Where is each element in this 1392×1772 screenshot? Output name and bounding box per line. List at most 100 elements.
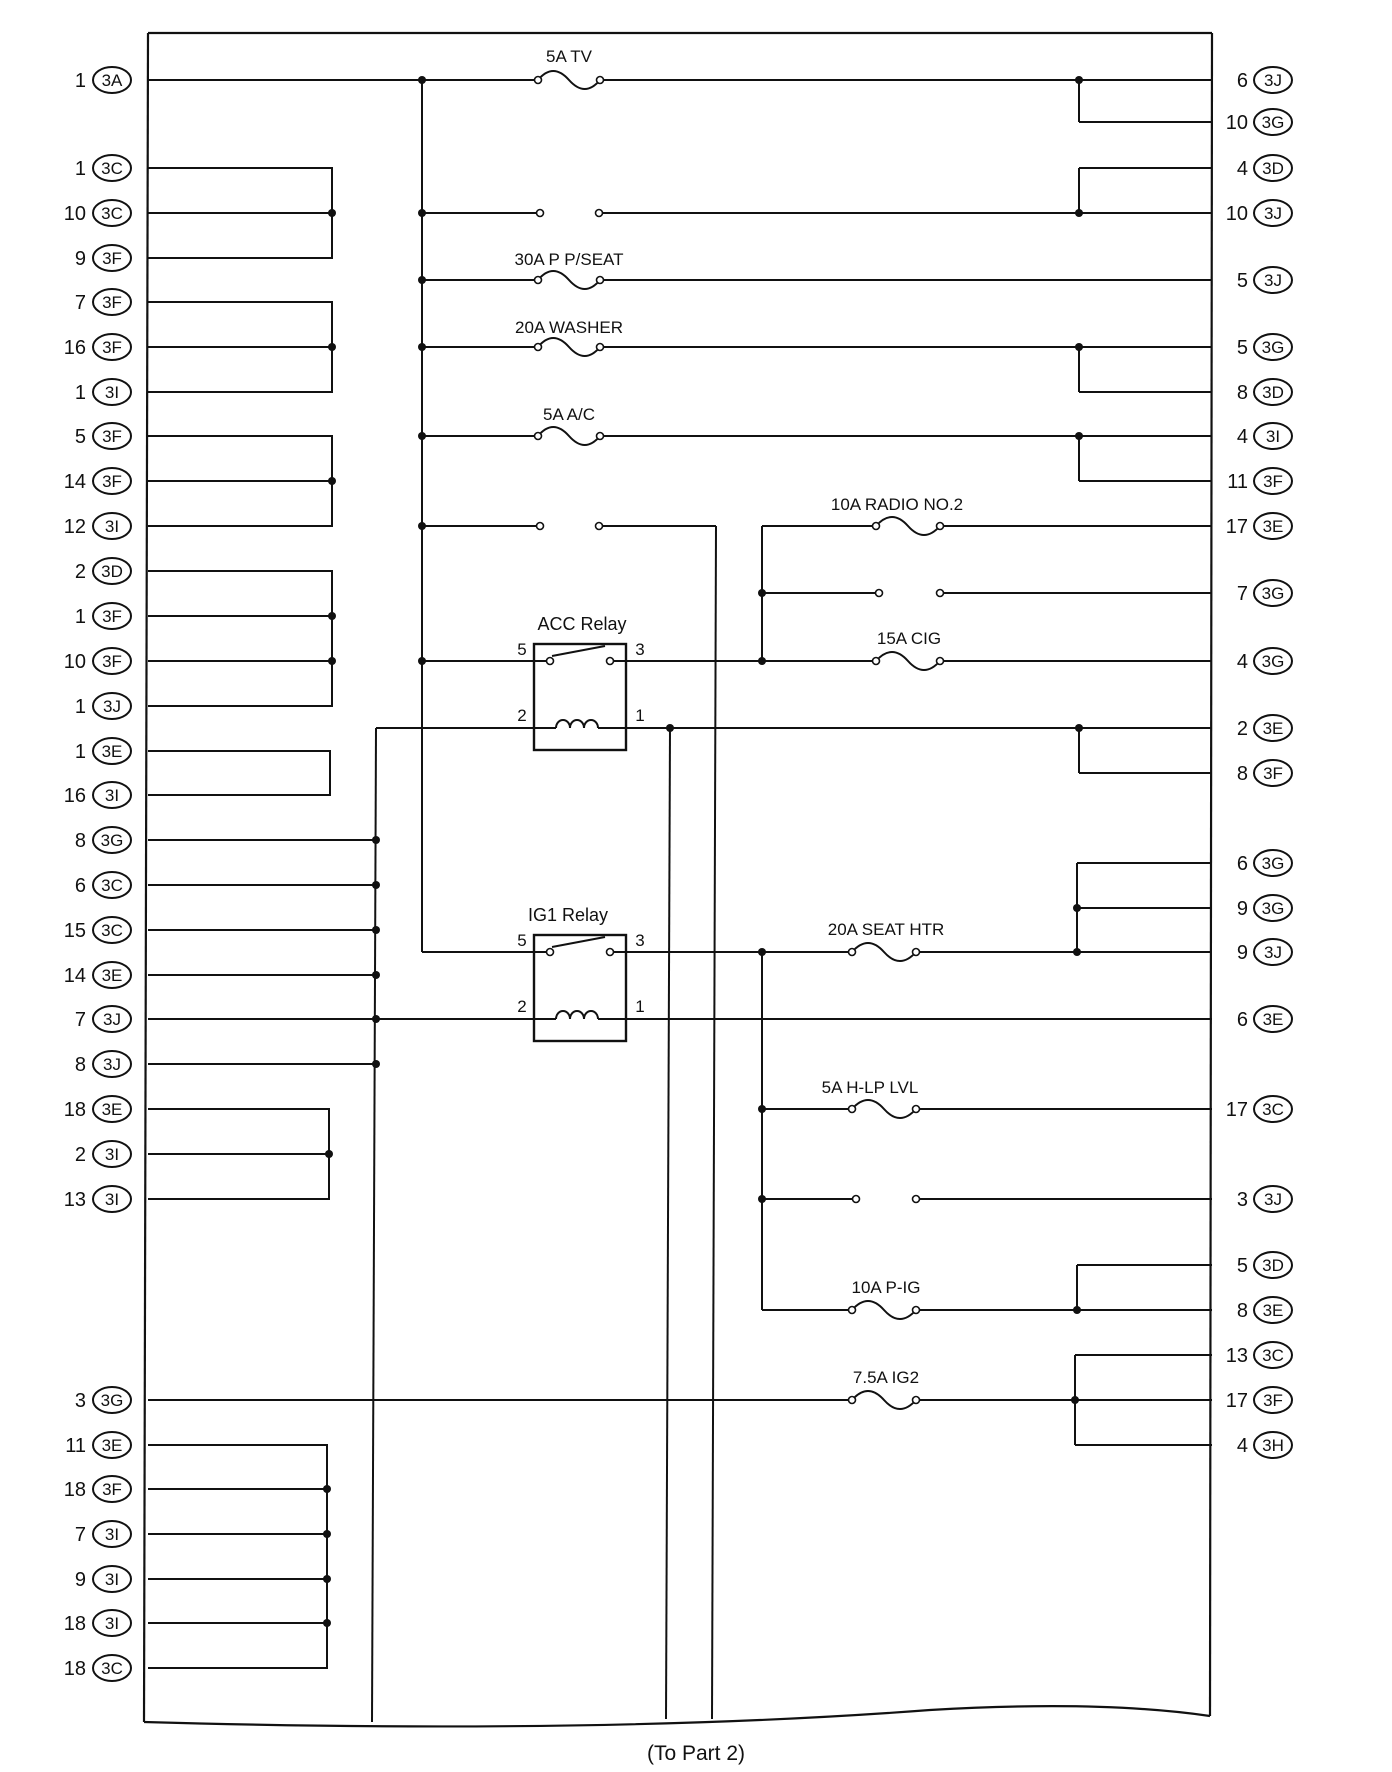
right-connector-pin: 3 (1237, 1189, 1248, 1211)
ig1-relay-terminal-5: 5 (517, 931, 526, 950)
left-connector-code: 3I (105, 786, 119, 805)
fuse-label-ig2: 7.5A IG2 (853, 1368, 919, 1387)
left-connector: 10 3C (64, 199, 132, 227)
ig1-relay-terminal-3: 3 (635, 931, 644, 950)
right-connector-code: 3E (1263, 517, 1284, 536)
left-connector-code: 3F (102, 652, 122, 671)
right-connector-badge (1253, 1386, 1293, 1414)
right-connector-code: 3D (1262, 1256, 1284, 1275)
left-connector-pin: 13 (64, 1189, 86, 1211)
left-connector-badge (92, 244, 132, 272)
right-connector-code: 3G (1262, 899, 1285, 918)
footer-note: (To Part 2) (647, 1742, 745, 1765)
right-connector-code: 3G (1262, 338, 1285, 357)
right-connector-pin: 6 (1237, 1009, 1248, 1031)
left-connector-pin: 16 (64, 785, 86, 807)
left-connector-badge (92, 378, 132, 406)
acc-relay: ACC Relay 5 3 2 1 (517, 614, 645, 752)
right-connector-badge (1253, 1251, 1293, 1279)
left-connector-pin: 7 (75, 292, 86, 314)
right-connector-badge (1253, 108, 1293, 136)
right-connector-badge (1253, 467, 1293, 495)
left-connector-pin: 18 (64, 1479, 86, 1501)
left-connector-badge (92, 422, 132, 450)
left-connector-badge (92, 1520, 132, 1548)
left-connector-pin: 10 (64, 203, 86, 225)
right-connector-code: 3G (1262, 113, 1285, 132)
left-connector-badge (92, 199, 132, 227)
right-connector-code: 3F (1263, 472, 1283, 491)
fuse-ig2: 7.5A IG2 (847, 1368, 921, 1410)
left-connector-pin: 11 (65, 1435, 86, 1457)
right-connector-badge (1253, 1005, 1293, 1033)
right-connector: 11 3F (1227, 467, 1293, 495)
left-connector-badge (92, 1185, 132, 1213)
fuse-label-seat-htr: 20A SEAT HTR (828, 920, 945, 939)
left-connector-pin: 5 (75, 426, 86, 448)
left-connector-code: 3E (102, 1436, 123, 1455)
left-connector-code: 3J (103, 1055, 121, 1074)
right-connector-pin: 11 (1227, 471, 1248, 493)
right-connector-code: 3E (1263, 719, 1284, 738)
fuse-p-seat: 30A P P/SEAT (515, 250, 624, 290)
right-connector-pin: 9 (1237, 898, 1248, 920)
right-connector-code: 3J (1264, 271, 1282, 290)
right-connector-code: 3J (1264, 71, 1282, 90)
left-connector-pin: 16 (64, 337, 86, 359)
acc-relay-terminal-2: 2 (517, 706, 526, 725)
left-connector-badge (92, 66, 132, 94)
right-connector-pin: 10 (1226, 112, 1248, 134)
left-connector-badge (92, 871, 132, 899)
right-connector-pin: 2 (1237, 718, 1248, 740)
right-connector-pin: 17 (1226, 1099, 1248, 1121)
right-connector-code: 3D (1262, 383, 1284, 402)
right-connector-code: 3H (1262, 1436, 1284, 1455)
right-connector-code: 3F (1263, 1391, 1283, 1410)
left-connector-badge (92, 826, 132, 854)
right-connector-code: 3J (1264, 204, 1282, 223)
left-connector-code: 3I (105, 1190, 119, 1209)
right-connector-pin: 5 (1237, 1255, 1248, 1277)
left-connector-badge (92, 647, 132, 675)
right-connector: 10 3G (1226, 108, 1293, 136)
fuse-washer: 20A WASHER (515, 318, 623, 357)
right-connector-pin: 17 (1226, 516, 1248, 538)
left-connector-code: 3F (102, 338, 122, 357)
right-connector-code: 3F (1263, 764, 1283, 783)
left-connector-code: 3C (101, 159, 123, 178)
right-connector-badge (1253, 1431, 1293, 1459)
left-connector-badge (92, 512, 132, 540)
right-connector-code: 3I (1266, 427, 1280, 446)
fuse-label-cig: 15A CIG (877, 629, 941, 648)
fuse-ac: 5A A/C (533, 405, 605, 446)
left-connector-code: 3C (101, 921, 123, 940)
right-connector-code: 3J (1264, 1190, 1282, 1209)
ig1-relay-title: IG1 Relay (528, 905, 608, 925)
right-connector-code: 3D (1262, 159, 1284, 178)
fuse-label-tv: 5A TV (546, 47, 593, 66)
left-connector-pin: 18 (64, 1658, 86, 1680)
right-connector-badge (1253, 266, 1293, 294)
left-connector-code: 3C (101, 204, 123, 223)
left-connector-badge (92, 916, 132, 944)
right-connector-pin: 4 (1237, 651, 1248, 673)
left-connector-code: 3I (105, 1614, 119, 1633)
left-connector-badge (92, 557, 132, 585)
right-connector: 17 3E (1226, 512, 1293, 540)
